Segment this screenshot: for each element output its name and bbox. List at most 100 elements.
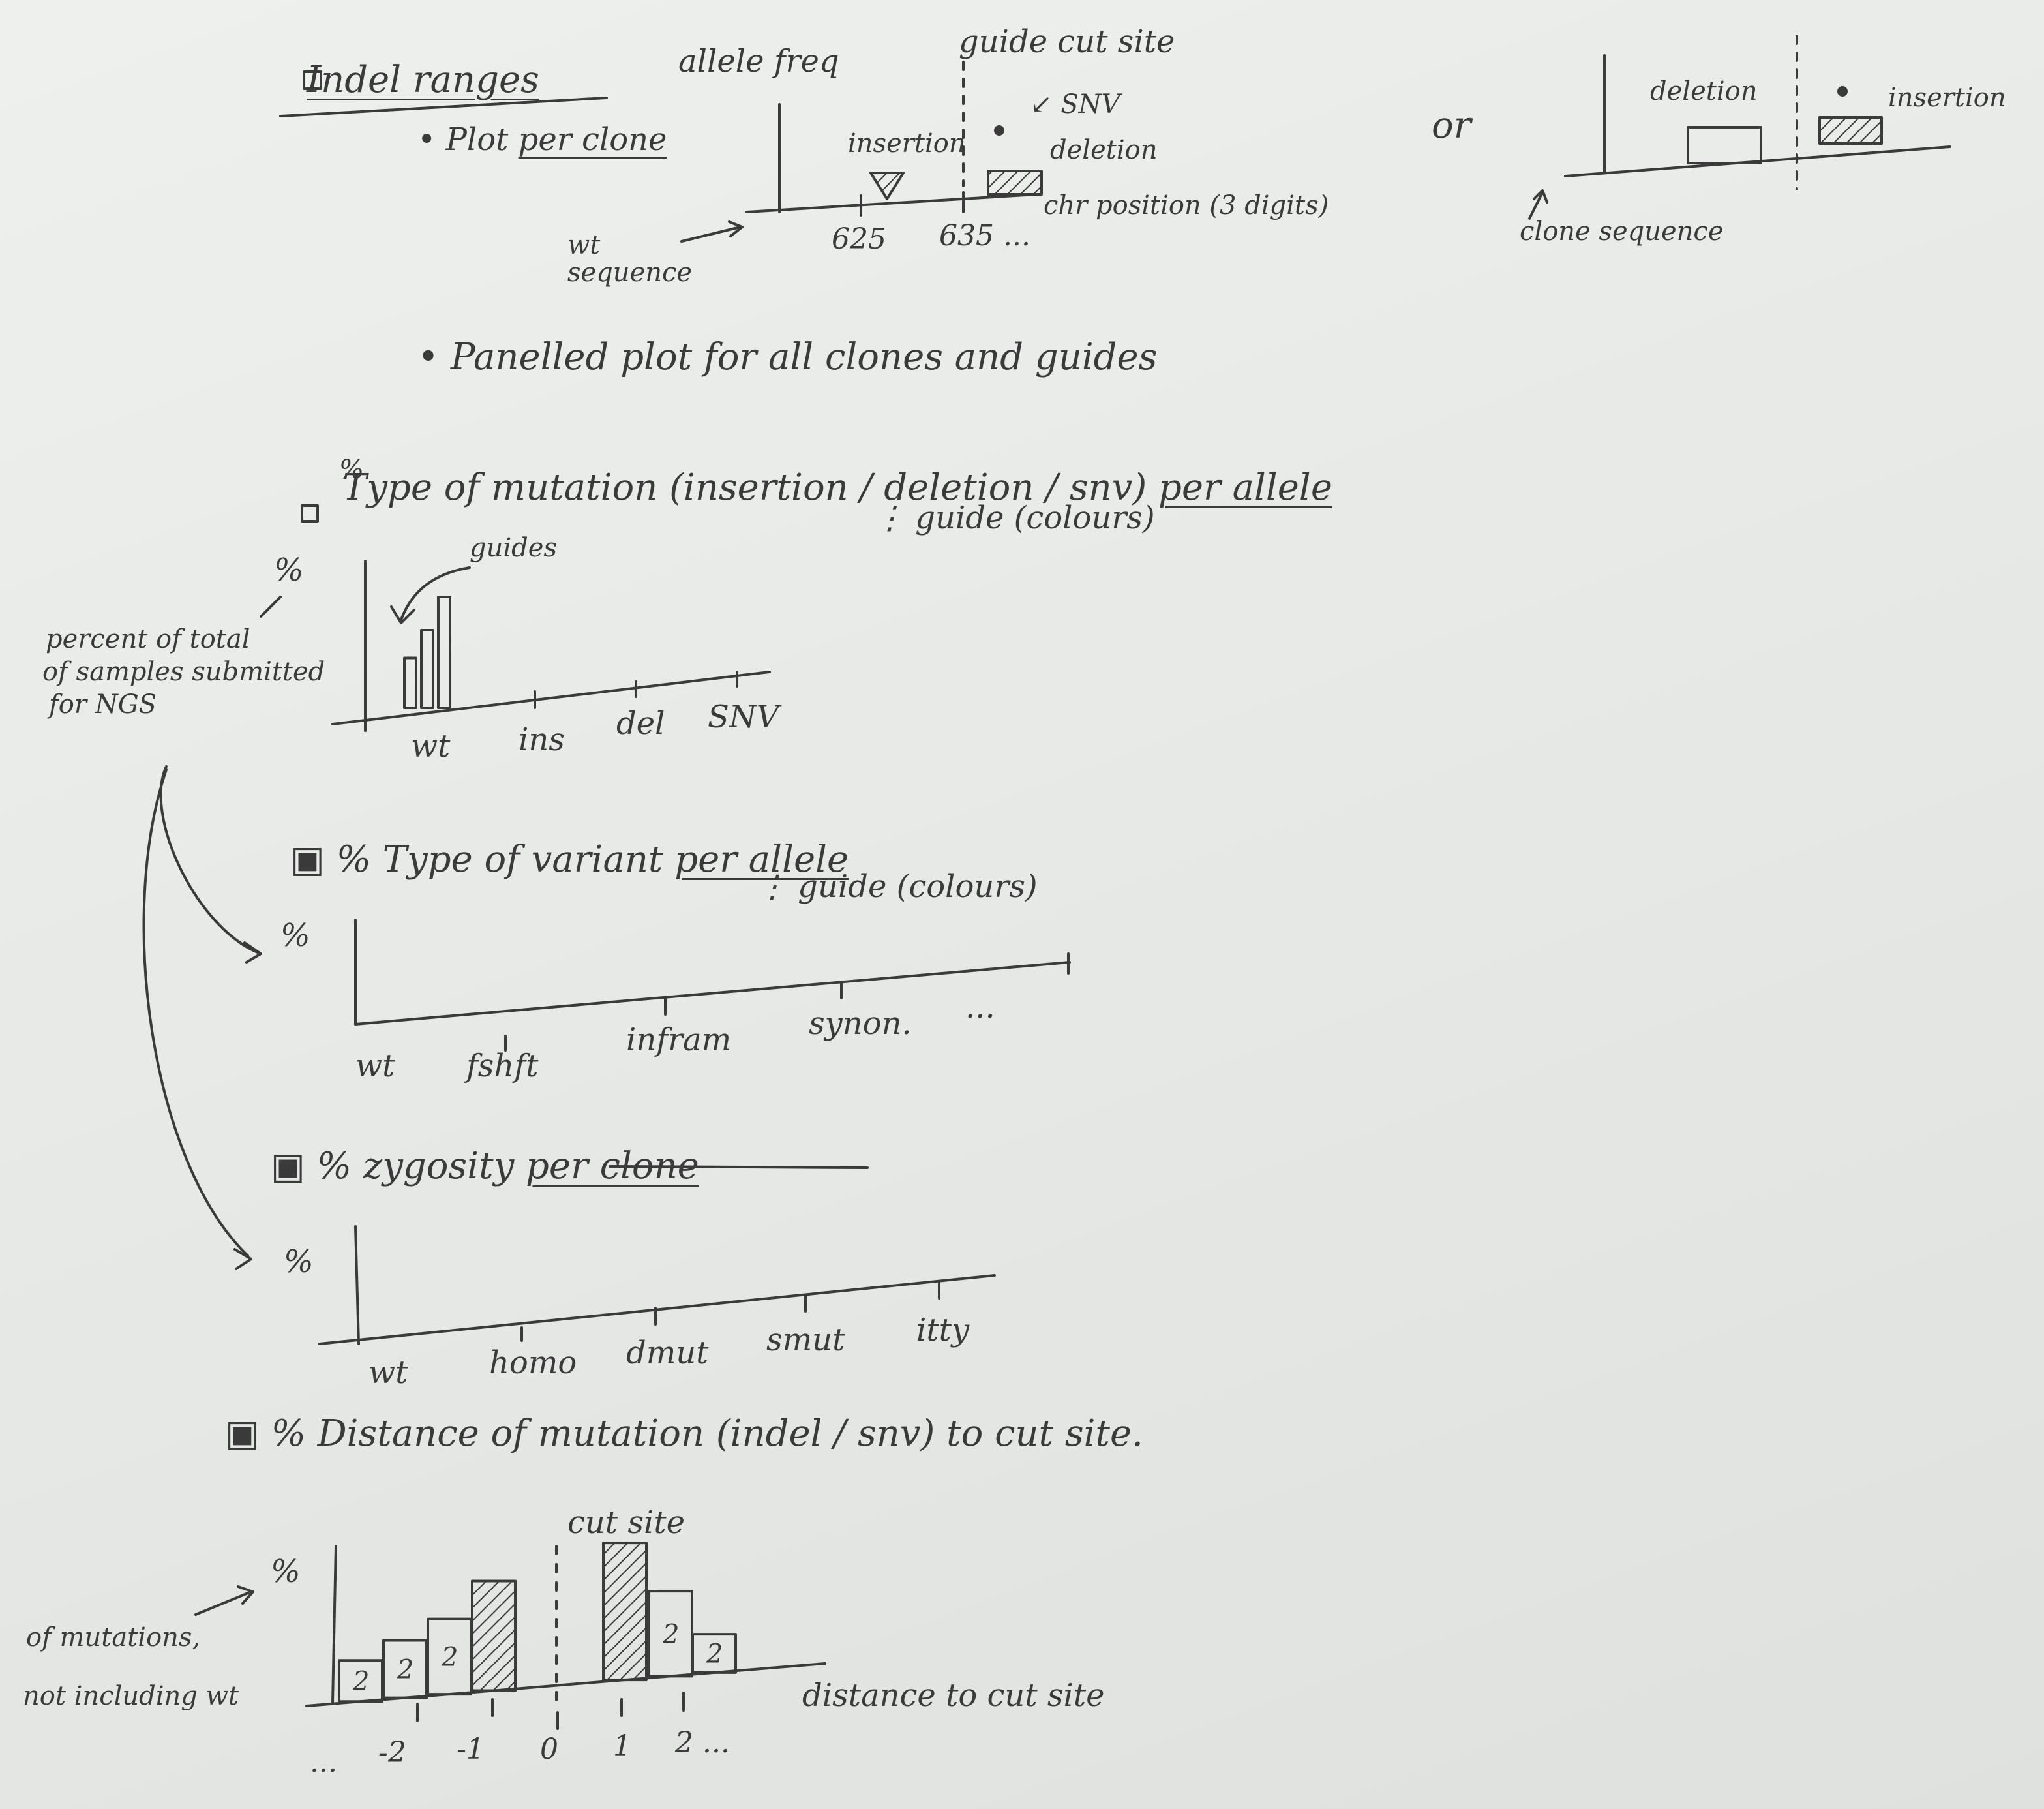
distance-cut-label: cut site — [567, 1504, 685, 1541]
indel-insertion-label: insertion — [848, 129, 966, 159]
zygosity-ylabel: % — [284, 1243, 314, 1280]
distance-bar-mark-2: 2 — [662, 1619, 679, 1649]
indel-or: or — [1432, 104, 1471, 147]
insertion-marker-icon — [869, 172, 905, 200]
variant-title-text: % Type of variant — [336, 838, 663, 881]
zygosity-title-text: % zygosity — [316, 1145, 515, 1187]
connector-arrow-zygosity — [142, 768, 249, 1257]
wt-arrowhead-icon — [728, 220, 744, 237]
distance-bar-mark--3: 2 — [397, 1655, 413, 1685]
distance-side-note-1: of mutations, — [26, 1622, 201, 1652]
indel-bullet2: • Panelled plot for all clones and guide… — [417, 336, 1158, 378]
guides-arrow-icon — [400, 566, 471, 621]
indel-tick-635: 635 ... — [939, 219, 1030, 252]
distance-xlabel: distance to cut site — [802, 1677, 1105, 1714]
zygosity-cat-dmut: dmut — [626, 1335, 709, 1371]
distance-tick-minus2: -2 — [378, 1736, 406, 1769]
indel-ylabel: allele freq — [678, 43, 839, 80]
distance-tick-2: 2 ... — [675, 1726, 730, 1759]
distance-tick-0: 0 — [540, 1733, 558, 1766]
mutation-title-ul: per allele — [1158, 466, 1332, 509]
mutation-guide-bar-2 — [420, 629, 434, 709]
mutation-checkbox-icon — [301, 504, 319, 523]
distance-title-text: % Distance of mutation (indel / snv) to … — [271, 1412, 1143, 1455]
variant-title-ul: per allele — [674, 838, 849, 881]
mutation-guide-bar-3 — [437, 596, 451, 709]
mutation-side-note-1: percent of total — [46, 624, 250, 654]
variant-guide-note: ⋮ guide (colours) — [757, 868, 1038, 905]
distance-tick-minus1: -1 — [457, 1733, 485, 1766]
alt-deletion-label: deletion — [1650, 76, 1758, 106]
alt-insertion-dot-icon — [1837, 86, 1848, 97]
distance-bar-mark-3: 2 — [706, 1639, 723, 1669]
zygosity-cat-wt: wt — [368, 1354, 408, 1391]
connector-arrowhead-zygosity-icon — [233, 1248, 252, 1270]
mutation-guides-label: guides — [470, 533, 557, 563]
mutation-pct-note: % — [339, 455, 365, 485]
zygosity-y-axis — [354, 1225, 360, 1345]
guides-arrowhead-icon — [390, 605, 415, 624]
variant-cat-wt: wt — [355, 1048, 395, 1084]
mutation-guide-bar-1 — [403, 656, 417, 709]
indel-x-axis — [745, 193, 1038, 213]
mutation-cat-wt: wt — [411, 728, 451, 765]
zygosity-title-rule — [609, 1165, 869, 1169]
indel-wt-label: wt sequence — [567, 230, 693, 288]
side-note-arrow-icon — [260, 596, 282, 618]
mutation-bars — [403, 596, 451, 709]
indel-bullet1-prefix: Plot — [445, 121, 519, 158]
zygosity-cat-homo: homo — [489, 1345, 577, 1381]
deletion-marker-icon — [987, 170, 1043, 196]
zygosity-title: ▣ % zygosity per clone — [271, 1145, 699, 1187]
distance-bar--1 — [471, 1579, 517, 1692]
indel-xlabel: chr position (3 digits) — [1044, 190, 1329, 220]
distance-tick-ellipsis: ... — [310, 1746, 337, 1779]
alt-x-axis — [1564, 145, 1951, 177]
alt-deletion-box — [1687, 126, 1762, 164]
variant-cat-more: ... — [965, 989, 995, 1026]
alt-insertion-box — [1818, 116, 1883, 145]
variant-cat-fshft: fshft — [466, 1048, 539, 1084]
distance-bar-3 — [691, 1633, 737, 1674]
distance-title: ▣ % Distance of mutation (indel / snv) t… — [225, 1412, 1143, 1455]
distance-ylabel: % — [271, 1553, 301, 1590]
mutation-title: Type of mutation (insertion / deletion /… — [342, 470, 1332, 506]
indel-cut-label: guide cut site — [959, 23, 1175, 60]
variant-x-axis — [354, 961, 1071, 1026]
snv-dot-icon — [994, 125, 1004, 136]
mutation-cat-snv: SNV — [708, 699, 779, 735]
zygosity-x-axis — [318, 1274, 996, 1345]
indel-bullet1: • Plot per clone — [417, 121, 667, 158]
distance-side-arrow-icon — [194, 1590, 252, 1616]
mutation-ylabel: % — [274, 552, 304, 588]
mutation-cat-ins: ins — [519, 722, 565, 758]
mutation-guide-text: guide (colours) — [915, 500, 1155, 536]
clone-sequence-label: clone sequence — [1520, 217, 1724, 247]
distance-tick-1: 1 — [613, 1729, 631, 1763]
mutation-side-note-2: of samples submitted — [42, 657, 325, 687]
distance-bar-mark--4: 2 — [352, 1667, 369, 1697]
variant-title: ▣ % Type of variant per allele — [290, 838, 849, 881]
mutation-x-axis — [331, 671, 771, 725]
connector-arrow-variant — [159, 765, 259, 954]
alt-insertion-label: insertion — [1888, 83, 2006, 113]
connector-arrowhead-variant-icon — [243, 941, 262, 964]
zygosity-cat-smut: smut — [766, 1322, 845, 1358]
clone-arrowhead-icon — [1533, 189, 1548, 204]
variant-cat-infram: infram — [626, 1022, 732, 1058]
distance-side-note-2: not including wt — [23, 1681, 239, 1711]
distance-bar-1 — [602, 1542, 648, 1682]
indel-bullet2-text: Panelled plot for all clones and guides — [450, 336, 1158, 378]
variant-ylabel: % — [280, 917, 310, 954]
mutation-side-note-3: for NGS — [49, 690, 157, 720]
distance-side-arrowhead-icon — [237, 1585, 254, 1605]
indel-snv-label: ↙ SNV — [1030, 89, 1120, 119]
indel-heading: Indel ranges — [307, 59, 539, 101]
variant-guide-text: guide (colours) — [798, 868, 1038, 905]
indel-heading-rule — [279, 97, 608, 117]
indel-deletion-label: deletion — [1050, 135, 1158, 165]
